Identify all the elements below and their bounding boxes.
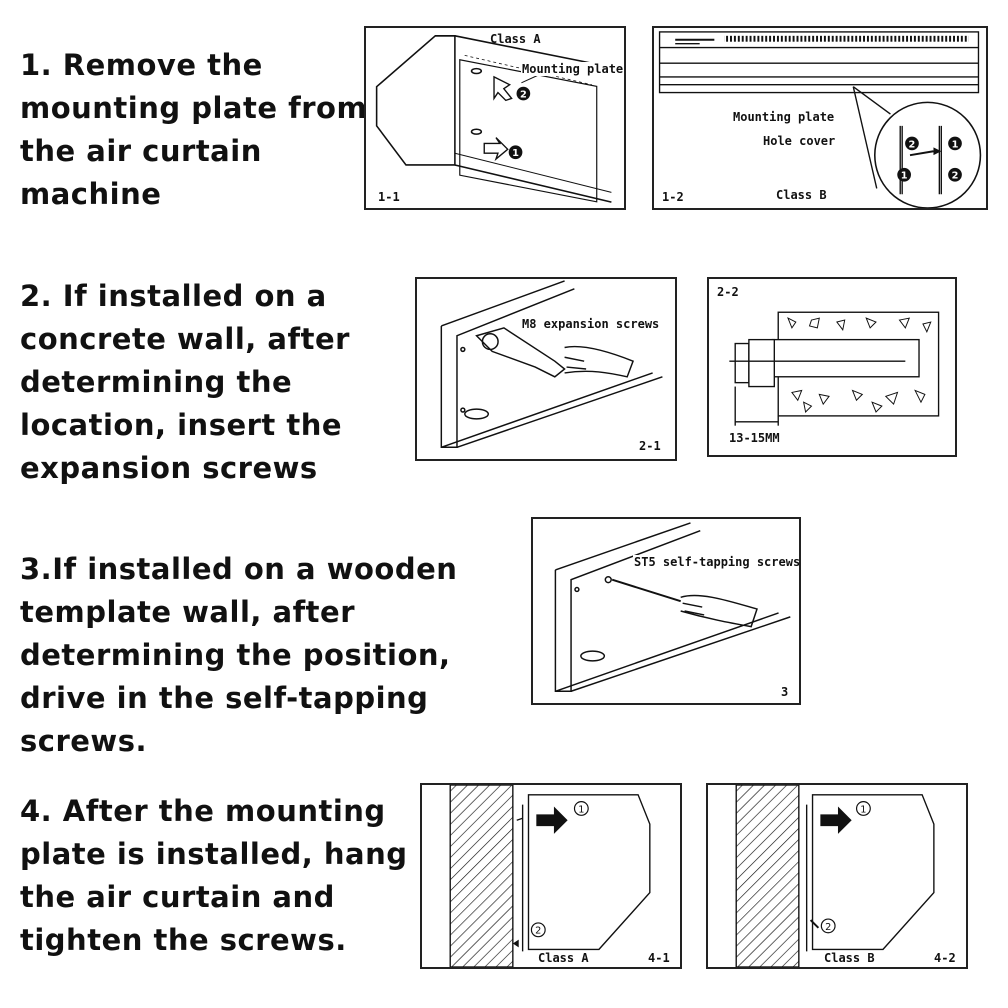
arrow-2-icon bbox=[493, 75, 513, 102]
mounting-plate-callout: Mounting plate bbox=[732, 110, 836, 124]
figure-3: ST5 self-tapping screws 3 bbox=[531, 517, 801, 705]
class-b-label: Class B bbox=[776, 188, 827, 202]
class-a-label: Class A bbox=[538, 951, 589, 965]
figure-number: 1-2 bbox=[662, 190, 684, 204]
wall-plate-wrench-drawing bbox=[440, 280, 663, 448]
figure-2-2: 2-2 13-15MM bbox=[707, 277, 957, 457]
step-4-text: 4. After the mounting plate is installed… bbox=[20, 794, 408, 957]
svg-text:1: 1 bbox=[578, 804, 584, 815]
hole-cover-callout: Hole cover bbox=[762, 134, 837, 148]
step-3-text: 3.If installed on a wooden template wall… bbox=[20, 552, 458, 758]
class-b-label: Class B bbox=[824, 951, 875, 965]
figure-number: 2-1 bbox=[639, 439, 661, 453]
figure-number: 1-1 bbox=[378, 190, 400, 204]
hang-class-b-drawing: 1 2 bbox=[735, 785, 935, 967]
svg-text:2: 2 bbox=[825, 922, 831, 933]
figure-2-1: M8 expansion screws 2-1 bbox=[415, 277, 677, 461]
push-arrow-icon bbox=[820, 806, 852, 834]
wood-wall-screwdriver-drawing bbox=[554, 522, 791, 692]
step-1-text: 1. Remove the mounting plate from the ai… bbox=[20, 48, 368, 211]
figure-number: 3 bbox=[781, 685, 789, 699]
svg-text:2: 2 bbox=[520, 89, 527, 100]
mounting-plate-callout: Mounting plate bbox=[521, 62, 624, 76]
svg-text:1: 1 bbox=[860, 804, 866, 815]
svg-text:1: 1 bbox=[512, 148, 519, 159]
figure-1-2: 2 1 2 1 Mounting plate Hole cover 1-2 Cl… bbox=[652, 26, 988, 210]
svg-text:2: 2 bbox=[952, 171, 959, 182]
expansion-bolt-in-concrete-drawing bbox=[729, 311, 940, 426]
svg-text:2: 2 bbox=[535, 926, 541, 937]
svg-text:2: 2 bbox=[909, 139, 916, 150]
figure-number: 2-2 bbox=[717, 285, 739, 299]
figure-4-1: 1 2 Class A 4-1 bbox=[420, 783, 682, 969]
push-arrow-icon bbox=[536, 806, 568, 834]
hang-class-a-drawing: 1 2 bbox=[449, 785, 651, 967]
class-a-label: Class A bbox=[490, 32, 541, 46]
dimension-label: 13-15MM bbox=[729, 431, 780, 445]
st5-self-tapping-screws-callout: ST5 self-tapping screws bbox=[633, 555, 801, 569]
figure-number: 4-2 bbox=[934, 951, 956, 965]
step-2-text: 2. If installed on a concrete wall, afte… bbox=[20, 279, 350, 485]
air-curtain-unit-drawing: 2 1 bbox=[375, 35, 612, 203]
figure-4-2: 1 2 Class B 4-2 bbox=[706, 783, 968, 969]
svg-text:1: 1 bbox=[901, 171, 908, 182]
svg-text:1: 1 bbox=[952, 139, 959, 150]
figure-number: 4-1 bbox=[648, 951, 670, 965]
arrow-1-icon bbox=[483, 137, 509, 162]
m8-expansion-screws-callout: M8 expansion screws bbox=[521, 317, 661, 331]
figure-1-1: 2 1 Class A Mounting plate 1-1 bbox=[364, 26, 626, 210]
class-b-unit-drawing: 2 1 2 1 bbox=[658, 31, 982, 208]
